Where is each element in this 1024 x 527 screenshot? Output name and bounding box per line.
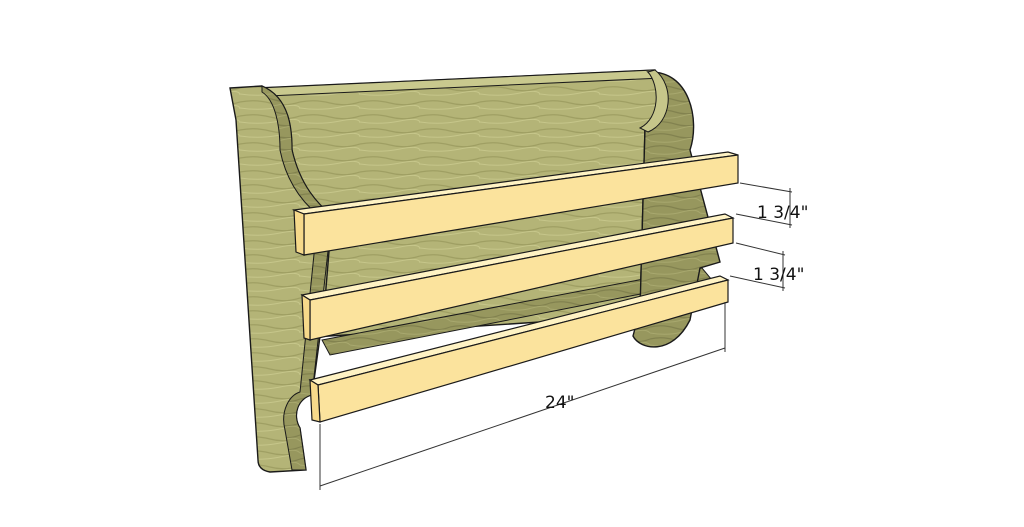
dimension-spacing-bottom: 1 3/4" bbox=[729, 242, 804, 291]
dimension-label-length: 24" bbox=[545, 393, 574, 413]
slat-top bbox=[291, 151, 739, 256]
right-side-front-edge bbox=[638, 69, 669, 133]
dimension-label-spacing-top: 1 3/4" bbox=[757, 203, 808, 223]
dimension-length: 24" bbox=[319, 302, 726, 490]
left-side-front-face bbox=[261, 85, 333, 471]
slat-middle bbox=[300, 213, 735, 341]
slat-bottom bbox=[308, 275, 730, 423]
dimension-label-spacing-bottom: 1 3/4" bbox=[753, 265, 804, 285]
dimension-spacing-top: 1 3/4" bbox=[735, 182, 808, 228]
